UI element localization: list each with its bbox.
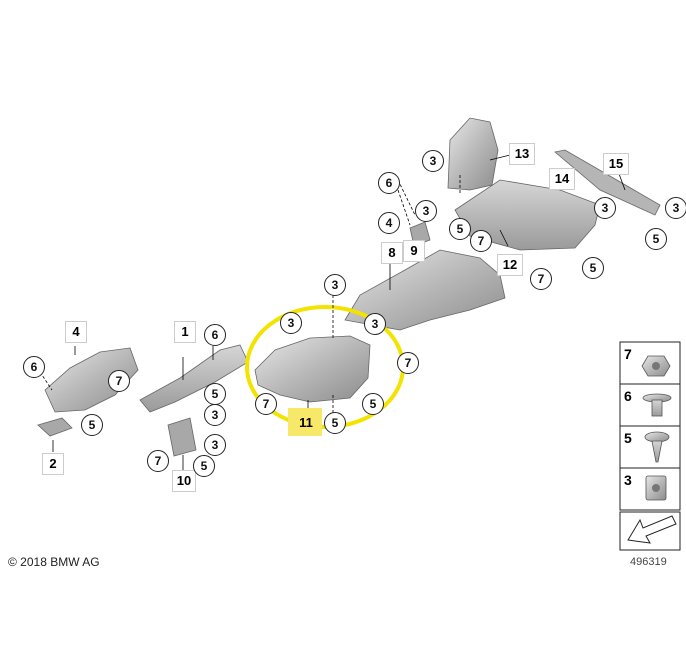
callout-3: 3: [415, 200, 437, 222]
direction-arrow-panel: [619, 511, 681, 551]
expanding-nut-icon: [642, 393, 672, 417]
clip-nut-icon: [645, 475, 667, 501]
part-11-highlight-box: [288, 408, 322, 436]
callout-3: 3: [280, 312, 302, 334]
callout-6: 6: [204, 324, 226, 346]
callout-7: 7: [470, 230, 492, 252]
callout-7: 7: [530, 268, 552, 290]
callout-6: 6: [23, 356, 45, 378]
copyright-text: © 2018 BMW AG: [8, 555, 100, 569]
heat-shield-13[interactable]: [447, 117, 499, 191]
callout-3: 3: [594, 197, 616, 219]
part-label-13: 13: [509, 143, 535, 165]
callout-5: 5: [362, 393, 384, 415]
spring-nut-icon: [644, 431, 670, 463]
legend-label-6: 6: [624, 388, 632, 404]
callout-5: 5: [193, 455, 215, 477]
callout-3: 3: [204, 434, 226, 456]
heat-shield-4[interactable]: [44, 347, 139, 413]
part-label-15: 15: [603, 153, 629, 175]
callout-3: 3: [665, 197, 686, 219]
bracket-15[interactable]: [554, 149, 661, 216]
callout-3: 3: [422, 150, 444, 172]
callout-5: 5: [645, 228, 667, 250]
legend-label-3: 3: [624, 472, 632, 488]
callout-7: 7: [397, 352, 419, 374]
leader-lines: [39, 154, 626, 470]
callout-3: 3: [324, 274, 346, 296]
heat-shield-1[interactable]: [139, 344, 249, 413]
callout-7: 7: [147, 450, 169, 472]
callout-4: 4: [378, 212, 400, 234]
callout-5: 5: [582, 257, 604, 279]
bracket-10[interactable]: [167, 417, 197, 457]
fastener-legend: [619, 341, 681, 511]
callout-7: 7: [108, 370, 130, 392]
callout-5: 5: [324, 412, 346, 434]
nut-icon: [641, 355, 671, 377]
part-label-11: 11: [299, 415, 313, 430]
part-label-12: 12: [497, 254, 523, 276]
forward-arrow-icon: [627, 515, 677, 544]
part-label-14: 14: [549, 168, 575, 190]
bracket-2[interactable]: [37, 417, 73, 437]
part-label-9: 9: [403, 240, 425, 262]
part-label-2: 2: [42, 453, 64, 475]
diagram-id: 496319: [630, 556, 667, 568]
part-label-4: 4: [65, 321, 87, 343]
callout-7: 7: [255, 393, 277, 415]
callout-5: 5: [449, 218, 471, 240]
callout-6: 6: [378, 172, 400, 194]
legend-label-7: 7: [624, 346, 632, 362]
callout-5: 5: [81, 414, 103, 436]
part-label-1: 1: [174, 321, 196, 343]
part-label-8: 8: [381, 242, 403, 264]
callout-3: 3: [204, 404, 226, 426]
callout-5: 5: [204, 383, 226, 405]
callout-3: 3: [364, 313, 386, 335]
heat-shield-11[interactable]: [254, 335, 371, 403]
legend-label-5: 5: [624, 430, 632, 446]
part-label-10: 10: [172, 470, 196, 492]
